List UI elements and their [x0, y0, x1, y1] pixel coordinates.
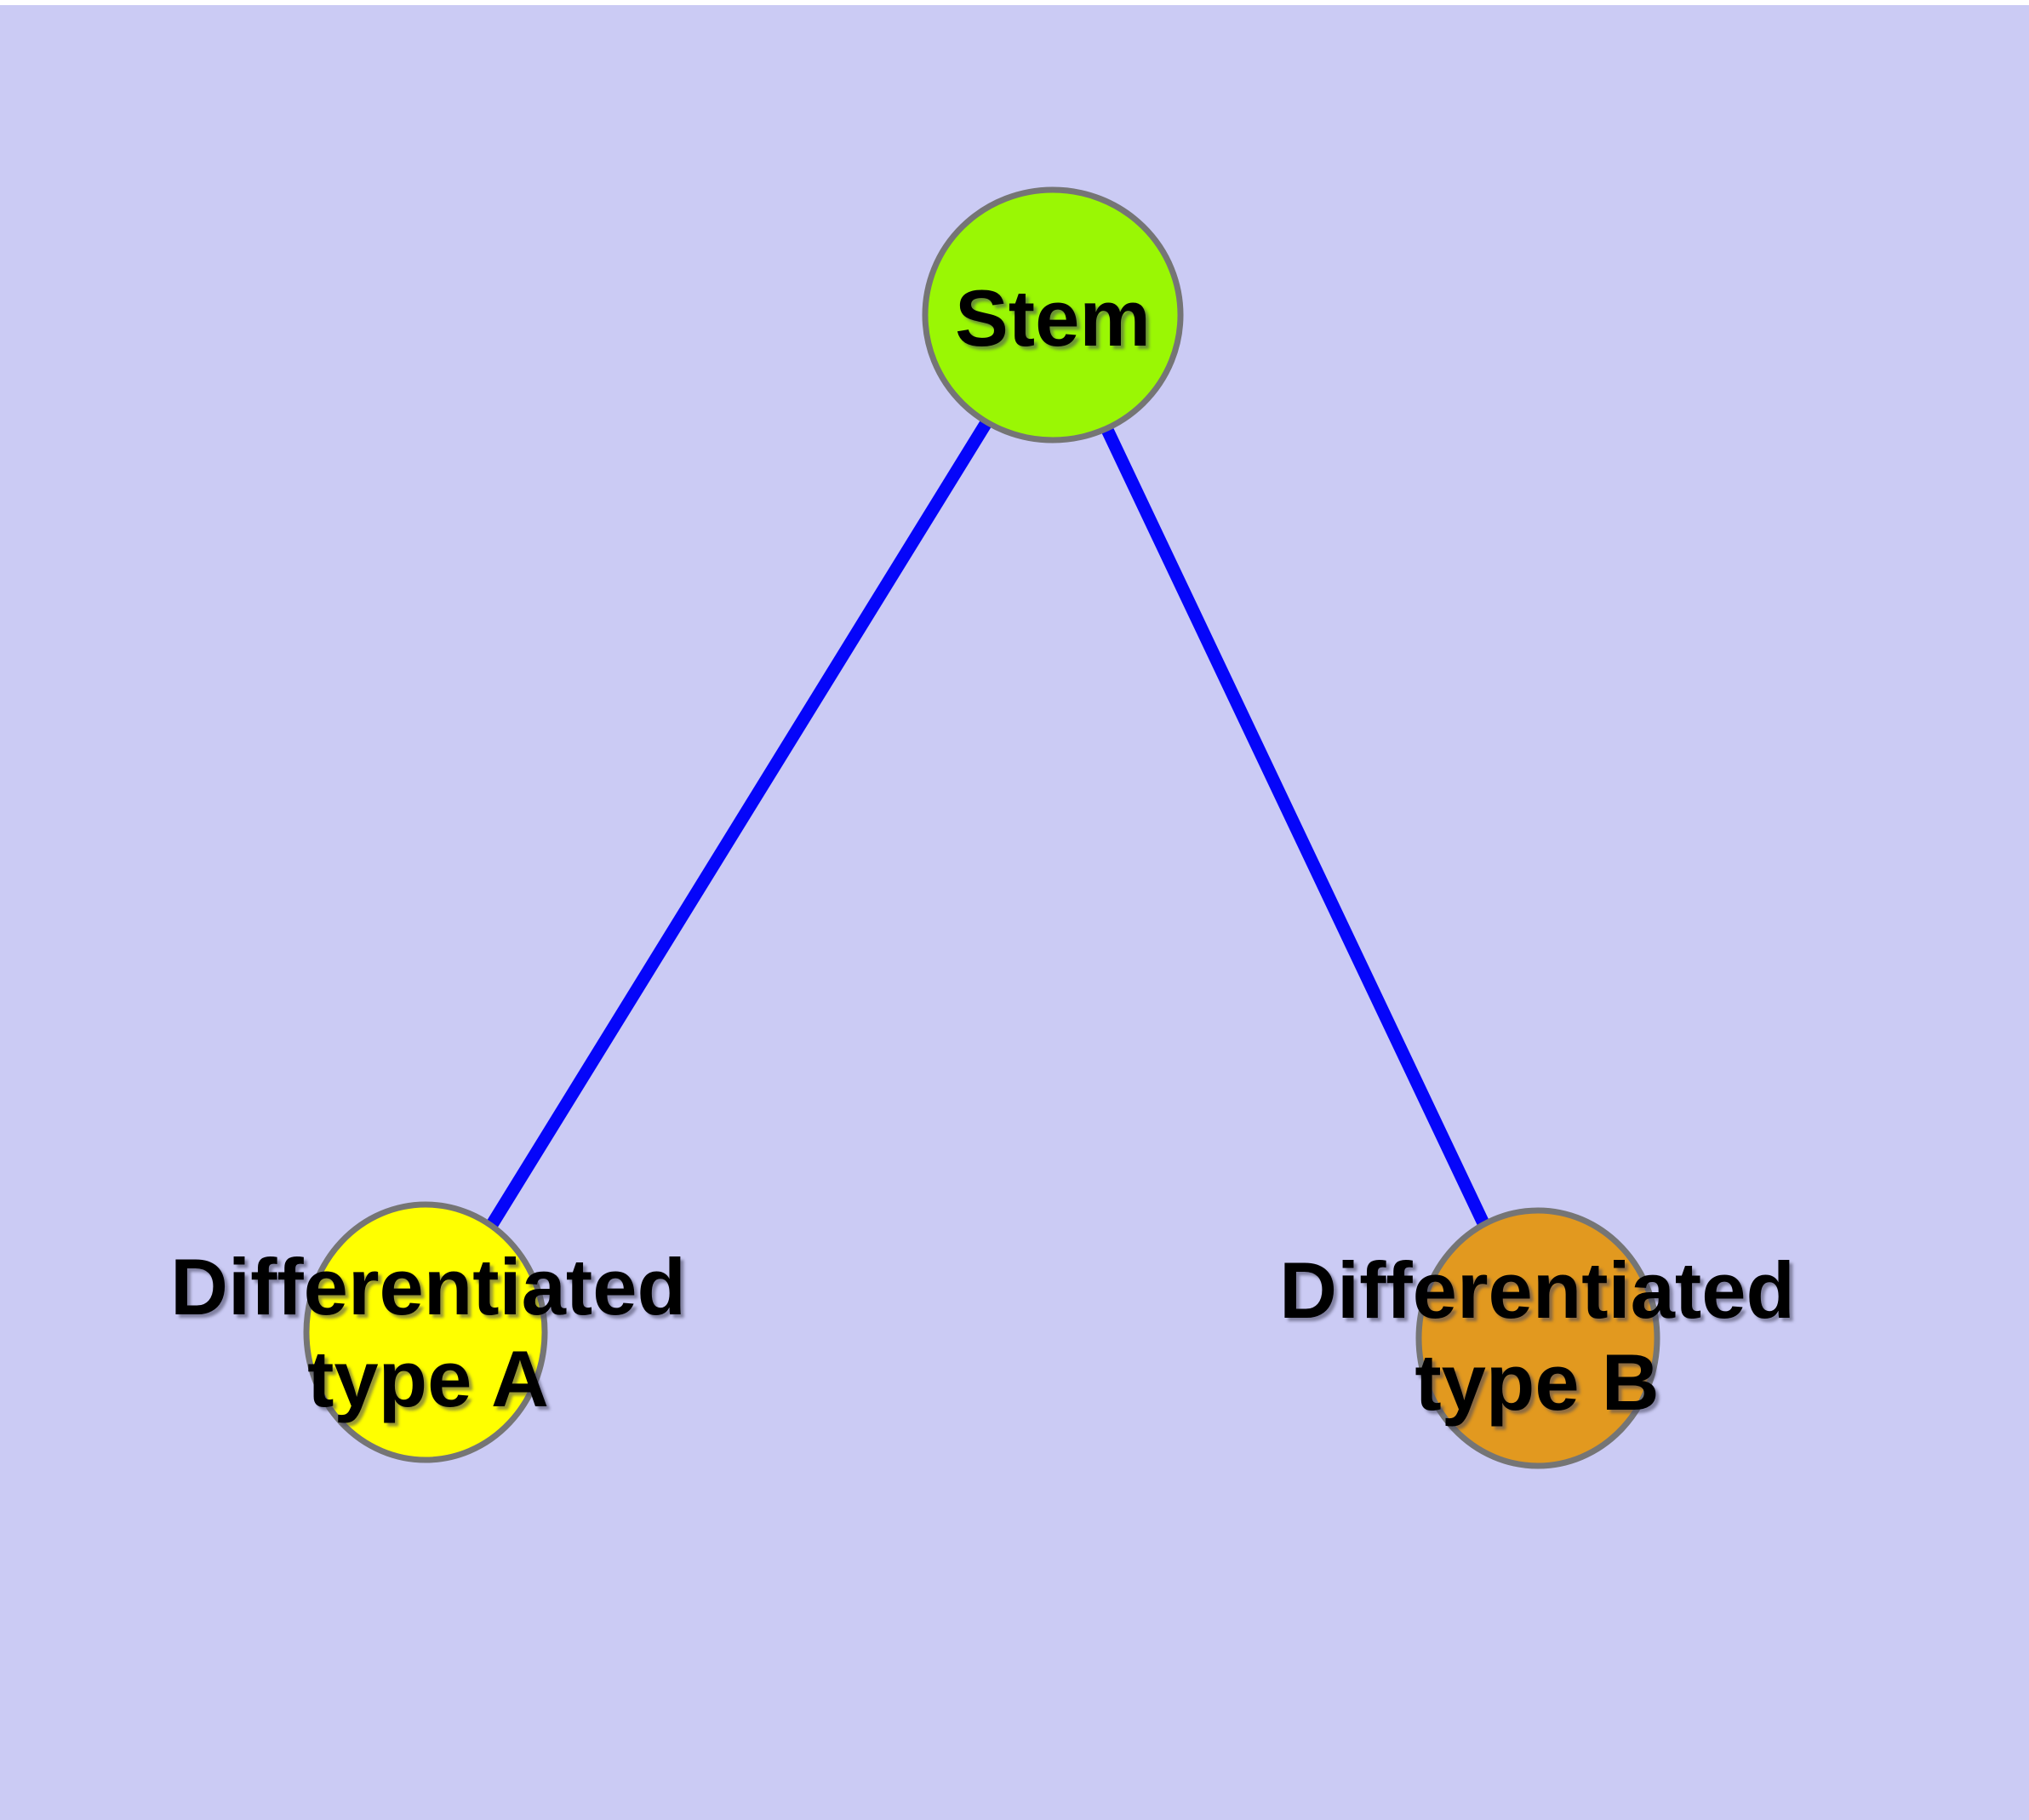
node-stem	[922, 186, 1184, 444]
edge-stem-to-type-b	[1047, 312, 1544, 1342]
node-type-b	[1415, 1207, 1660, 1469]
edge-stem-to-type-a	[420, 312, 1059, 1336]
node-type-a	[303, 1201, 548, 1463]
